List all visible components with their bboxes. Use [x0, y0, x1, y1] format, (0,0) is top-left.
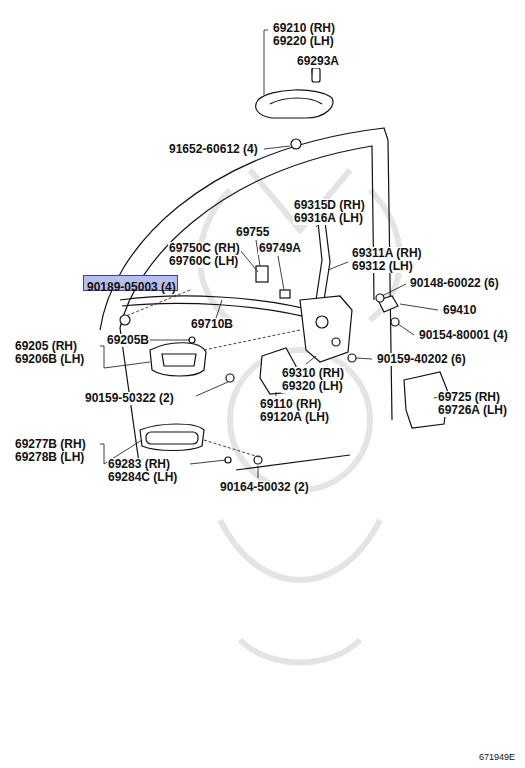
lock-rod	[324, 222, 330, 300]
leader-line	[276, 392, 277, 396]
door-edge	[388, 140, 392, 420]
leader-line	[240, 250, 258, 272]
part-number: 69760C (LH)	[168, 255, 239, 268]
part-number: 69310 (RH)	[281, 367, 345, 380]
leader-line	[204, 330, 300, 350]
watermark-stroke	[240, 640, 360, 663]
clip	[120, 315, 130, 325]
part-number: 69283 (RH)	[107, 458, 171, 471]
part-number: 69410	[442, 304, 477, 317]
screw	[391, 318, 399, 326]
leader-line	[278, 256, 284, 290]
part-number: 69205B	[106, 334, 150, 347]
part-number: 69220 (LH)	[272, 35, 335, 48]
leader-line	[258, 466, 259, 478]
figure-number: 671949E	[478, 752, 516, 762]
part-number: 69725 (RH)	[437, 391, 501, 404]
leader-line	[264, 146, 290, 149]
leader-line	[398, 324, 414, 335]
leader-line	[204, 440, 262, 458]
part-number: 69315D (RH)	[293, 199, 366, 212]
leader-line	[264, 30, 268, 95]
leader-line	[216, 300, 222, 318]
leader-lines	[100, 30, 446, 478]
screw	[348, 354, 356, 362]
leader-line	[306, 356, 316, 364]
part-number: 69710B	[190, 318, 234, 331]
part-number: 90154-80001 (4)	[418, 329, 509, 342]
part-number: 90164-50032 (2)	[219, 481, 310, 494]
part-number: 69750C (RH)	[168, 242, 241, 255]
door-bezel	[140, 424, 204, 451]
leader-line	[196, 382, 228, 396]
part-number: 69293A	[296, 55, 340, 68]
door-lock	[300, 296, 352, 362]
cable-clamp	[256, 266, 268, 282]
part-number: 90159-50322 (2)	[84, 392, 175, 405]
leader-line	[400, 304, 438, 310]
outside-handle	[256, 90, 333, 118]
screw	[254, 456, 262, 464]
part-number: 69749A	[258, 242, 302, 255]
part-number: 69110 (RH)	[259, 398, 322, 411]
part-number: 69284C (LH)	[107, 471, 178, 484]
part-number: 69206B (LH)	[14, 353, 85, 366]
watermark-stroke	[230, 350, 370, 490]
lock-detail	[316, 316, 328, 328]
part-number: 69120A (LH)	[259, 411, 330, 424]
leader-line	[356, 358, 372, 359]
part-number: 69320 (LH)	[281, 380, 344, 393]
leader-line	[382, 284, 406, 296]
part-number: 69210 (RH)	[272, 22, 336, 35]
inside-handle	[150, 343, 206, 376]
leader-line	[100, 346, 150, 368]
part-number: 69205 (RH)	[14, 340, 78, 353]
part-number: 69312 (LH)	[351, 260, 414, 273]
lock-rod	[316, 222, 322, 300]
part-number: 91652-60612 (4)	[168, 143, 259, 156]
outside-handle	[270, 98, 322, 104]
leader-line	[190, 460, 226, 464]
part-number: 90159-40202 (6)	[376, 353, 467, 366]
leader-line	[150, 340, 190, 341]
inside-handle-recess	[162, 354, 196, 366]
part-number: 69755	[235, 226, 270, 239]
part-number: 69311A (RH)	[351, 247, 423, 260]
door-bezel-recess	[146, 432, 198, 444]
leader-line	[328, 262, 348, 270]
part-number: 90148-60022 (6)	[409, 277, 500, 290]
part-number: 69278B (LH)	[14, 451, 85, 464]
part-number: 90189-05003 (4)	[87, 281, 176, 294]
screw	[291, 139, 301, 149]
highlighted-part-number: 90189-05003 (4)	[83, 275, 178, 291]
door-frame	[100, 128, 388, 330]
part-number: 69316A (LH)	[293, 212, 364, 225]
door-bottom	[236, 455, 350, 470]
door-panel	[100, 128, 392, 470]
part-number: 69726A (LH)	[437, 404, 508, 417]
lock-detail	[332, 338, 340, 346]
screw	[226, 374, 234, 382]
part-number: 69277B (RH)	[14, 438, 87, 451]
leader-line	[312, 68, 313, 74]
cable-clip	[280, 290, 290, 298]
watermark-stroke	[220, 520, 380, 580]
handle-pad	[312, 68, 320, 82]
